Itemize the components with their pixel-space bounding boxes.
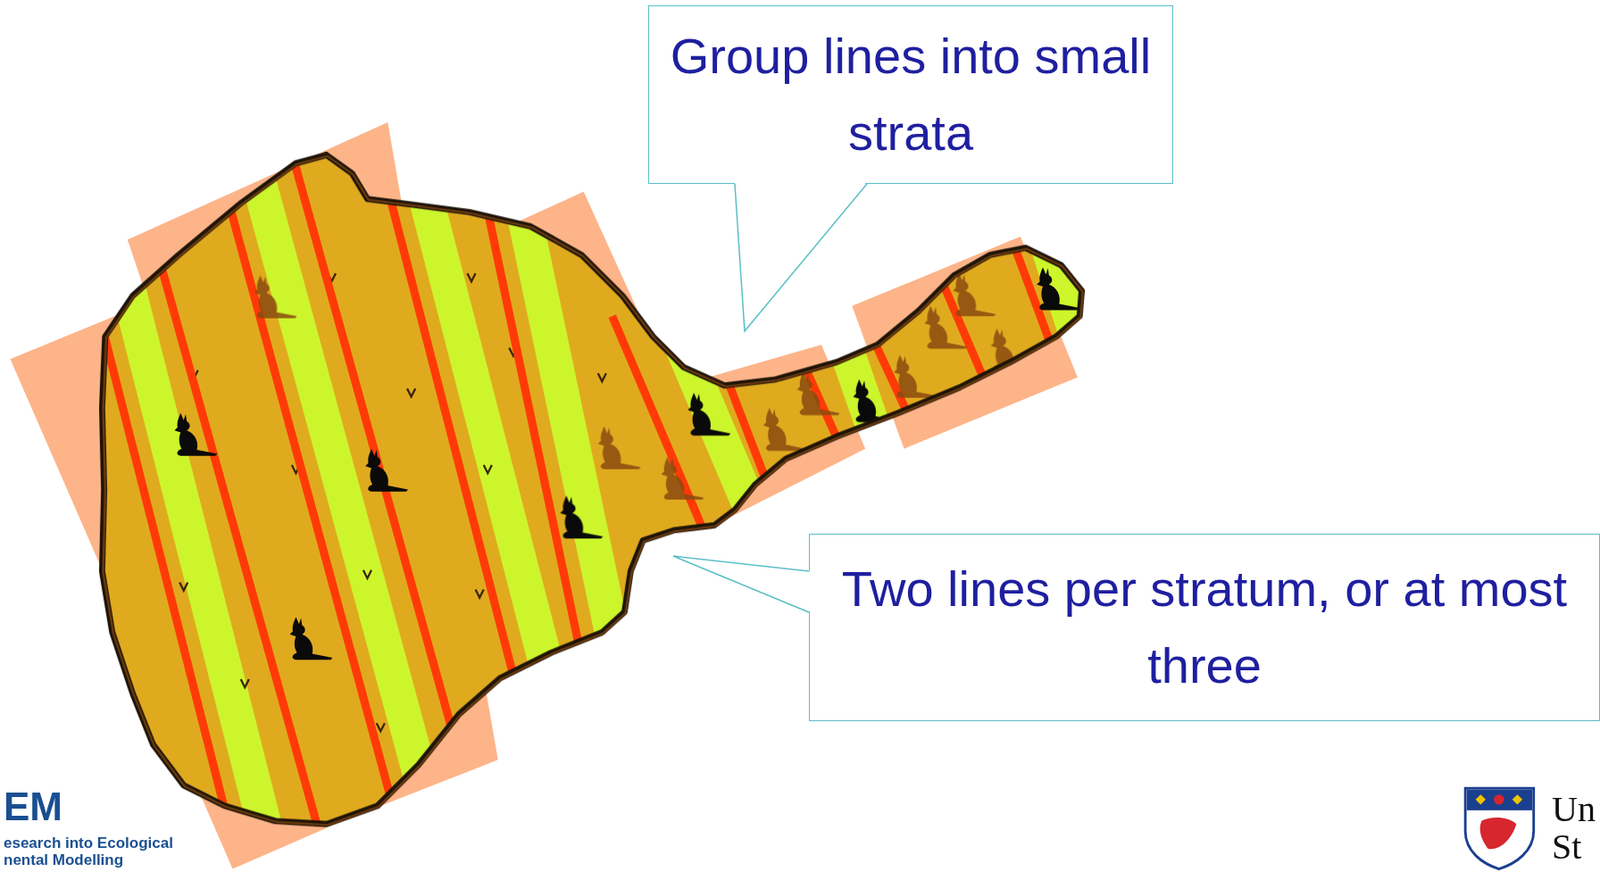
green-stripes xyxy=(93,152,1087,872)
region-outline xyxy=(101,155,1082,825)
university-name: St xyxy=(1551,827,1582,867)
university-crest xyxy=(1465,788,1534,869)
callout-text: Two lines per stratum, or at most three xyxy=(827,550,1582,705)
transect-lines xyxy=(58,152,1059,872)
callout-text: Group lines into small strata xyxy=(666,17,1155,172)
region-interior xyxy=(58,152,1087,872)
logo-letters: EM xyxy=(3,785,63,829)
university-name: Un xyxy=(1551,790,1596,830)
logo-line: nental Modelling xyxy=(3,852,124,870)
callout-box: Group lines into small strata xyxy=(648,5,1174,184)
region-inner-outline xyxy=(102,156,1083,826)
logo-line: esearch into Ecological xyxy=(3,835,174,853)
callout-box: Two lines per stratum, or at most three xyxy=(808,533,1600,722)
